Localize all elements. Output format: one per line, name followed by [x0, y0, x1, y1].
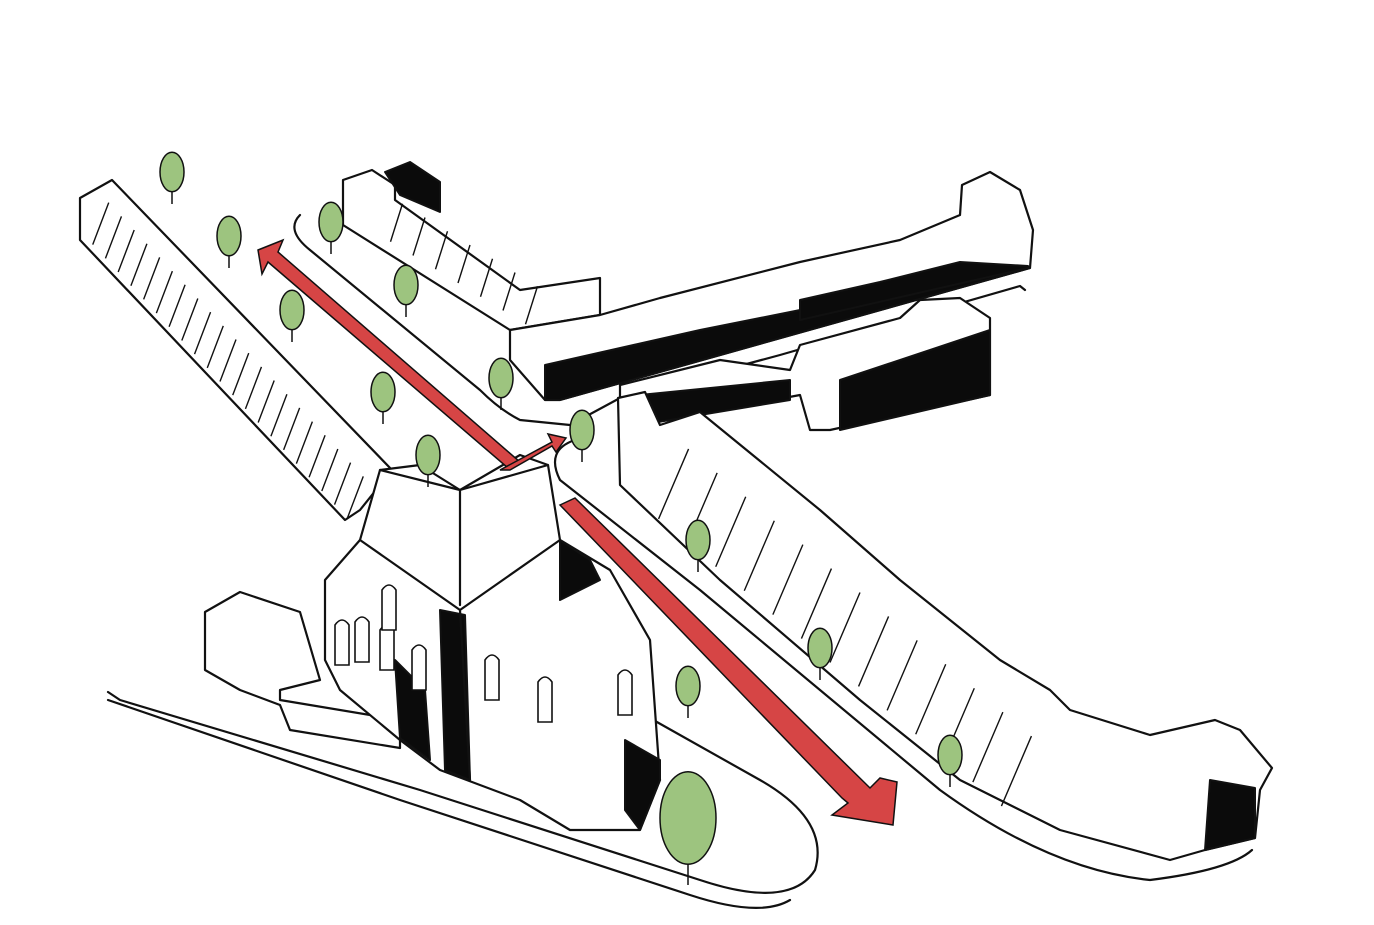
tree-icon	[675, 665, 701, 718]
house-divider	[92, 202, 110, 245]
house-divider	[772, 544, 804, 615]
house-divider	[829, 592, 861, 663]
house-divider	[181, 298, 199, 341]
house-divider	[1000, 735, 1033, 807]
house-divider	[206, 325, 224, 369]
middle-right-block	[618, 296, 992, 432]
house-divider	[155, 270, 174, 314]
church-window	[411, 644, 427, 691]
tree-icon	[685, 519, 711, 572]
arrow-branch-east	[499, 432, 568, 471]
house-divider	[104, 216, 123, 259]
house-divider	[857, 616, 890, 687]
house-divider	[219, 339, 237, 382]
house-divider	[715, 496, 747, 568]
tree-icon	[216, 215, 242, 268]
tree-icon	[937, 734, 963, 787]
tree-icon	[807, 627, 833, 680]
house-divider	[972, 711, 1004, 783]
house-divider	[130, 243, 148, 286]
house-divider	[434, 231, 449, 270]
house-divider	[457, 244, 471, 284]
church-window	[617, 669, 633, 716]
cross-road-curb	[568, 284, 1027, 427]
house-divider	[333, 462, 352, 505]
upper-right-row	[508, 170, 1035, 402]
house-divider	[915, 664, 947, 735]
upper-middle-row	[341, 161, 602, 332]
house-divider	[346, 476, 364, 519]
lower-left-road-curb-inner	[106, 698, 792, 909]
church-window	[354, 616, 370, 663]
left-terrace-row	[78, 178, 394, 522]
house-divider	[308, 435, 326, 478]
church-window	[381, 584, 397, 631]
house-divider	[502, 272, 516, 311]
house-divider	[657, 448, 690, 520]
tree-icon	[488, 357, 514, 410]
house-divider	[800, 568, 833, 639]
house-divider	[479, 258, 494, 297]
trees	[159, 151, 963, 885]
house-divider	[743, 520, 775, 591]
tree-icon	[569, 409, 595, 462]
house-divider	[886, 640, 918, 711]
house-divider	[193, 311, 212, 355]
house-divider	[524, 286, 539, 325]
house-divider	[168, 284, 186, 328]
right-road-curb	[553, 438, 1254, 882]
roads	[106, 213, 1254, 909]
tree-icon	[659, 771, 717, 885]
church-window	[484, 654, 500, 701]
tree-icon	[318, 201, 344, 254]
tree-icon	[279, 289, 305, 342]
house-divider	[270, 393, 288, 437]
house-divider	[321, 448, 339, 492]
church	[203, 453, 662, 832]
church-window	[537, 676, 553, 723]
church-window	[334, 619, 350, 666]
house-divider	[412, 217, 426, 256]
tree-icon	[415, 434, 441, 487]
house-divider	[244, 366, 263, 410]
arrow-south-east	[558, 497, 898, 826]
church-nave	[323, 453, 662, 832]
tree-icon	[159, 151, 185, 204]
movement-arrows	[257, 238, 898, 826]
lower-left-road-curb	[106, 688, 819, 894]
upper-road-curb	[293, 213, 572, 427]
church-window	[379, 624, 395, 671]
house-divider	[232, 352, 250, 396]
house-divider	[257, 380, 275, 423]
lower-right-terrace-row	[616, 390, 1274, 862]
tree-icon	[370, 371, 396, 424]
house-divider	[117, 229, 135, 273]
house-divider	[295, 421, 314, 464]
house-divider	[389, 203, 404, 242]
tree-icon	[393, 264, 419, 317]
house-divider	[282, 407, 301, 451]
house-divider	[142, 257, 161, 300]
